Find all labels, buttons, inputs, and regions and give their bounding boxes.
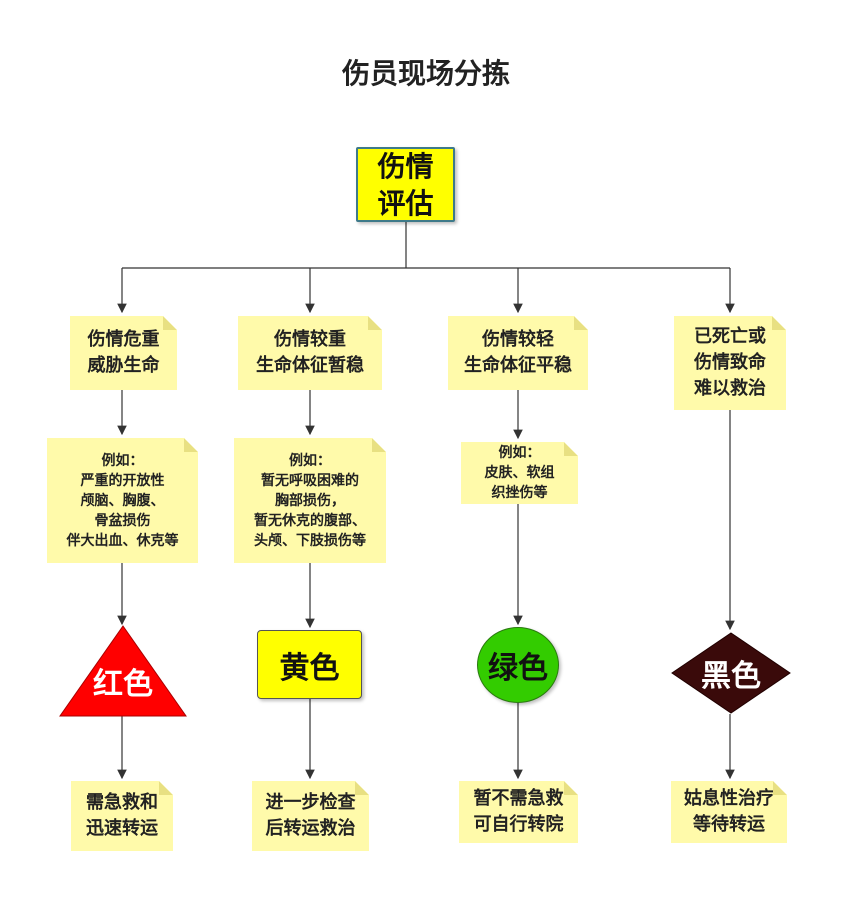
example-note-red: 例如： 严重的开放性 颅脑、胸腹、 骨盆损伤 伴大出血、休克等 (47, 438, 198, 563)
root-node-injury-assessment: 伤情 评估 (356, 147, 455, 222)
action-note-green: 暂不需急救 可自行转院 (459, 781, 578, 843)
example-note-yellow: 例如： 暂无呼吸困难的 胸部损伤， 暂无休克的腹部、 头颅、下肢损伤等 (234, 438, 386, 563)
condition-note-serious: 伤情较重 生命体征暂稳 (238, 316, 382, 390)
action-note-red: 需急救和 迅速转运 (71, 781, 173, 851)
red-triangle-shape (59, 625, 187, 717)
category-label-black: 黑色 (701, 659, 761, 694)
condition-note-deceased: 已死亡或 伤情致命 难以救治 (674, 316, 786, 410)
action-note-black: 姑息性治疗 等待转运 (671, 781, 787, 843)
black-diamond-shape (671, 632, 791, 714)
condition-note-minor: 伤情较轻 生命体征平稳 (448, 316, 588, 390)
category-label-red: 红色 (93, 667, 153, 702)
action-note-yellow: 进一步检查 后转运救治 (252, 781, 369, 851)
category-label-green: 绿色 (477, 627, 559, 703)
example-note-green: 例如： 皮肤、软组 织挫伤等 (461, 442, 578, 504)
condition-note-critical: 伤情危重 威胁生命 (70, 316, 177, 390)
category-label-yellow: 黄色 (257, 630, 362, 699)
page-title: 伤员现场分拣 (341, 57, 510, 90)
